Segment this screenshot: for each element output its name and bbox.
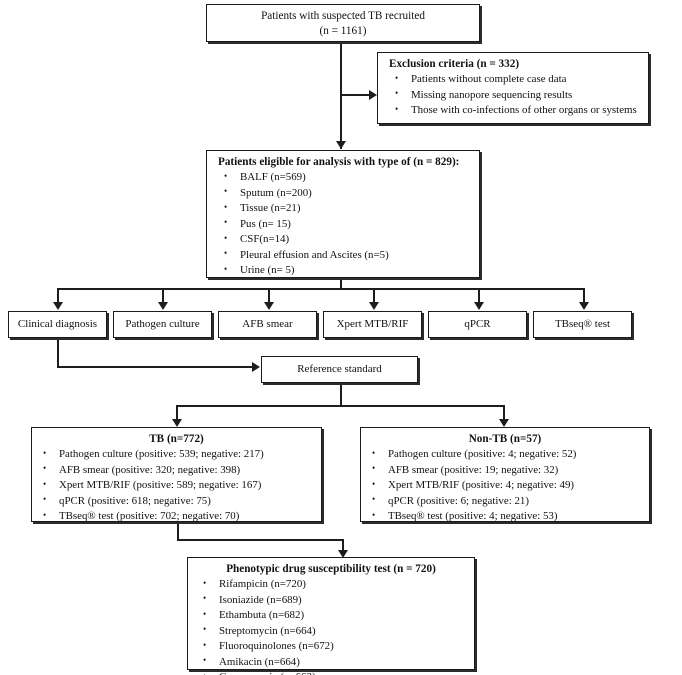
list-item: Sputum (n=200) [224, 185, 472, 201]
dst-list: Rifampicin (n=720) Isoniazide (n=689) Et… [195, 577, 467, 675]
exclusion-list: Patients without complete case data Miss… [385, 72, 641, 118]
list-item: Rifampicin (n=720) [203, 577, 467, 592]
list-item: qPCR (positive: 618; negative: 75) [43, 493, 314, 509]
list-item: Missing nanopore sequencing results [395, 87, 641, 103]
list-item: qPCR (positive: 6; negative: 21) [372, 493, 642, 509]
node-recruited[interactable]: Patients with suspected TB recruited (n … [206, 4, 480, 42]
method-label: AFB smear [242, 318, 293, 330]
dst-heading: Phenotypic drug susceptibility test (n =… [226, 563, 436, 575]
list-item: Amikacin (n=664) [203, 654, 467, 670]
node-method-clinical-diagnosis[interactable]: Clinical diagnosis [8, 311, 107, 338]
arrowhead-method-2 [158, 302, 168, 310]
arrowhead-dst [338, 550, 348, 558]
method-label: Xpert MTB/RIF [336, 318, 409, 330]
exclusion-heading: Exclusion criteria (n = 332) [389, 58, 520, 70]
connector-tb-split-bar [176, 405, 505, 407]
reference-standard-label: Reference standard [297, 363, 382, 375]
arrowhead-method-6 [579, 302, 589, 310]
connector-drop-method-6 [583, 288, 585, 304]
connector-drop-method-2 [162, 288, 164, 304]
list-item: AFB smear (positive: 19; negative: 32) [372, 462, 642, 478]
list-item: Those with co-infections of other organs… [395, 103, 641, 118]
list-item: Pleural effusion and Ascites (n=5) [224, 247, 472, 263]
recruited-line2: (n = 1161) [319, 24, 367, 37]
arrowhead-method-5 [474, 302, 484, 310]
connector-drop-method-5 [478, 288, 480, 304]
list-item: CSF(n=14) [224, 232, 472, 247]
node-tb-group[interactable]: TB (n=772) Pathogen culture (positive: 5… [31, 427, 322, 522]
arrowhead-non-tb [499, 419, 509, 427]
node-eligible-patients[interactable]: Patients eligible for analysis with type… [206, 150, 480, 278]
node-reference-standard[interactable]: Reference standard [261, 356, 418, 383]
connector-clinical-down [57, 338, 59, 368]
connector-tb-to-dst [177, 539, 344, 541]
node-method-qpcr[interactable]: qPCR [428, 311, 527, 338]
arrowhead-tb [172, 419, 182, 427]
tb-list: Pathogen culture (positive: 539; negativ… [39, 447, 314, 524]
list-item: AFB smear (positive: 320; negative: 398) [43, 462, 314, 478]
connector-reference-down [340, 383, 342, 407]
list-item: Isoniazide (n=689) [203, 592, 467, 608]
node-phenotypic-dst[interactable]: Phenotypic drug susceptibility test (n =… [187, 557, 475, 675]
list-item: TBseq® test (positive: 4; negative: 53) [372, 509, 642, 524]
connector-clinical-to-reference [57, 366, 253, 368]
connector-drop-tb [176, 405, 178, 421]
method-label: Clinical diagnosis [17, 318, 98, 330]
connector-dst-drop [342, 539, 344, 552]
eligible-heading: Patients eligible for analysis with type… [218, 156, 460, 168]
connector-trunk-to-exclusion [340, 94, 370, 96]
connector-drop-method-1 [57, 288, 59, 304]
list-item: Xpert MTB/RIF (positive: 589; negative: … [43, 478, 314, 493]
node-non-tb-group[interactable]: Non-TB (n=57) Pathogen culture (positive… [360, 427, 650, 522]
connector-drop-non-tb [503, 405, 505, 421]
arrowhead-method-1 [53, 302, 63, 310]
list-item: Patients without complete case data [395, 72, 641, 87]
connector-tb-down [177, 522, 179, 541]
list-item: Tissue (n=21) [224, 201, 472, 216]
list-item: Pathogen culture (positive: 539; negativ… [43, 447, 314, 462]
node-method-tbseq-test[interactable]: TBseq® test [533, 311, 632, 338]
list-item: Fluoroquinolones (n=672) [203, 639, 467, 654]
recruited-line1: Patients with suspected TB recruited [261, 10, 425, 22]
list-item: Pathogen culture (positive: 4; negative:… [372, 447, 642, 462]
list-item: Streptomycin (n=664) [203, 623, 467, 639]
connector-eligible-down [340, 278, 342, 290]
list-item: Xpert MTB/RIF (positive: 4; negative: 49… [372, 478, 642, 493]
list-item: Capreomycin (n=663) [203, 670, 467, 675]
method-label: qPCR [464, 318, 491, 330]
non-tb-heading: Non-TB (n=57) [468, 433, 542, 445]
list-item: Urine (n= 5) [224, 263, 472, 278]
node-method-afb-smear[interactable]: AFB smear [218, 311, 317, 338]
non-tb-list: Pathogen culture (positive: 4; negative:… [368, 447, 642, 524]
method-label: Pathogen culture [125, 318, 200, 330]
connector-method-distributor-bar [57, 288, 584, 290]
arrowhead-to-eligible [336, 141, 346, 149]
arrowhead-method-3 [264, 302, 274, 310]
node-exclusion-criteria[interactable]: Exclusion criteria (n = 332) Patients wi… [377, 52, 649, 124]
connector-drop-method-4 [373, 288, 375, 304]
tb-heading: TB (n=772) [149, 433, 204, 445]
arrowhead-method-4 [369, 302, 379, 310]
connector-drop-method-3 [268, 288, 270, 304]
arrowhead-to-exclusion [369, 90, 377, 100]
method-label: TBseq® test [554, 318, 611, 330]
list-item: Pus (n= 15) [224, 216, 472, 232]
node-method-xpert-mtb-rif[interactable]: Xpert MTB/RIF [323, 311, 422, 338]
list-item: Ethambuta (n=682) [203, 608, 467, 623]
arrowhead-to-reference [252, 362, 260, 372]
list-item: BALF (n=569) [224, 170, 472, 185]
node-method-pathogen-culture[interactable]: Pathogen culture [113, 311, 212, 338]
list-item: TBseq® test (positive: 702; negative: 70… [43, 509, 314, 524]
eligible-list: BALF (n=569) Sputum (n=200) Tissue (n=21… [214, 170, 472, 278]
